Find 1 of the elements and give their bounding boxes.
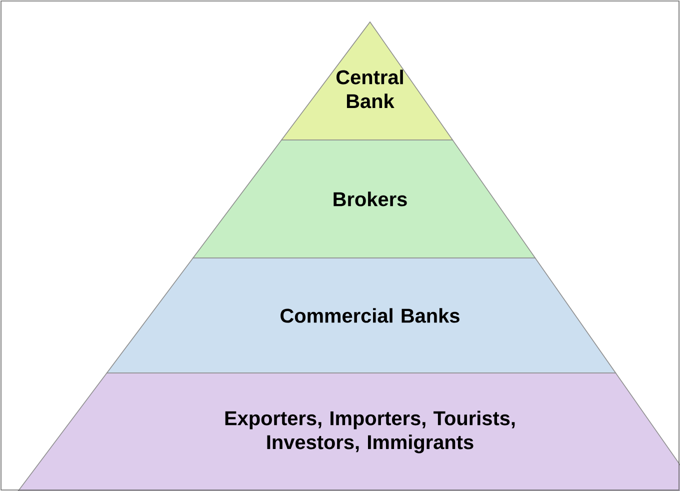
pyramid-level: Commercial Banks [106,258,616,374]
